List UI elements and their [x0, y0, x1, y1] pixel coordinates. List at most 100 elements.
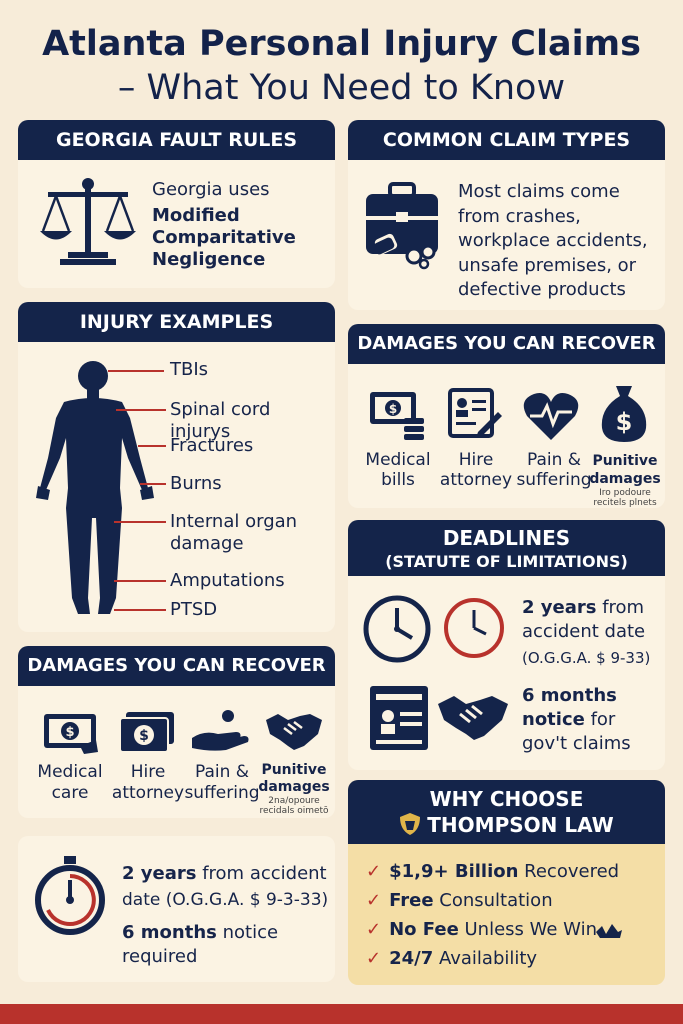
why-choose-card: WHY CHOOSE THOMPSON LAW ✓ $1,9+ Billion R… [348, 780, 665, 985]
check-icon: ✓ [366, 861, 382, 882]
cash-icon: $ [370, 392, 424, 440]
label-line: attorney [439, 470, 513, 490]
footer-bar [0, 1004, 683, 1024]
shield-icon [400, 813, 421, 835]
label-line: damages [258, 779, 330, 795]
svg-text:$: $ [139, 728, 149, 744]
scales-icon [40, 178, 136, 265]
why-row-rest: Consultation [433, 890, 553, 911]
claim-types-text: Most claims come from crashes, workplace… [458, 181, 648, 300]
injury-pointer-line [140, 483, 166, 485]
label-line: Medical [365, 450, 431, 470]
deadlines-header: DEADLINES (STATUTE OF LIMITATIONS) [348, 520, 665, 576]
why-row-rest: Availability [433, 948, 538, 969]
briefcase-icon [366, 182, 438, 270]
deadlines-card: DEADLINES (STATUTE OF LIMITATIONS) 2 yea… [348, 520, 665, 770]
deadline-years-rest: from [596, 597, 645, 618]
damages-right-label-3: Pain &suffering [514, 450, 594, 490]
deadline-gov: gov't claims [522, 733, 631, 754]
injury-pointer-line [114, 580, 166, 582]
handshake-icon [438, 696, 508, 740]
why-row-availability: ✓ 24/7 Availability [366, 947, 537, 971]
label-line: damages [589, 471, 661, 487]
why-choose-header: WHY CHOOSE THOMPSON LAW [348, 780, 665, 844]
title-line-2: – What You Need to Know [117, 68, 566, 108]
cash-icon: $ [44, 714, 98, 754]
bottom-years-bold: 2 years [122, 863, 197, 884]
bottom-deadline-months: 6 months notice [122, 921, 278, 945]
svg-text:$: $ [65, 725, 74, 740]
injury-item-spinal: Spinal cord injurys [170, 399, 271, 442]
fault-rules-line-1: Georgia uses [152, 179, 270, 200]
injury-pointer-line [114, 521, 166, 523]
injury-item-amputations: Amputations [170, 570, 285, 591]
deadline-notice-bold: notice [522, 709, 585, 730]
label-line: Hire [458, 450, 494, 470]
svg-text:$: $ [389, 402, 397, 416]
injury-pointer-line [138, 445, 166, 447]
why-row-bold: No Fee [389, 919, 459, 940]
claim-types-card: COMMON CLAIM TYPES Most claims come from… [348, 120, 665, 310]
fault-rules-card: GEORGIA FAULT RULES Georgia uses Modifie… [18, 120, 335, 288]
why-row-rest: Recovered [518, 861, 620, 882]
why-choose-line-1: WHY CHOOSE [429, 787, 584, 811]
deadline-notice: notice for [522, 708, 615, 732]
clock-icon [363, 595, 431, 663]
red-clock-icon [444, 598, 504, 658]
why-row-bold: Free [389, 890, 434, 911]
damages-left-label-3: Pain &suffering [182, 762, 262, 804]
why-row-no-fee: ✓No Fee Unless We Win [366, 918, 597, 942]
check-icon: ✓ [366, 890, 382, 911]
svg-text:$: $ [616, 408, 633, 436]
label-line: Hire [130, 762, 166, 782]
injury-pointer-line [116, 409, 166, 411]
why-row-bold: 24/7 [389, 948, 434, 969]
deadlines-header-line-2: (STATUTE OF LIMITATIONS) [385, 552, 628, 571]
label-line: Medical [37, 762, 103, 782]
damages-left-header: DAMAGES YOU CAN RECOVER [18, 646, 335, 686]
bottom-months-bold: 6 months [122, 922, 217, 943]
injury-examples-card: INJURY EXAMPLES TBIs Spinal cord injurys… [18, 302, 335, 632]
injury-pointer-line [108, 370, 164, 372]
bottom-deadline-date: date (O.G.G.A. $ 9-3-33) [122, 890, 329, 910]
deadline-accident-date: accident date [522, 621, 646, 642]
bottom-months-rest: notice [216, 922, 279, 943]
fault-rules-line-2: Modified [152, 205, 240, 226]
label-line: Pain & [194, 762, 250, 782]
injury-item-internal: Internal organ [170, 511, 298, 532]
label-line: attorney [111, 783, 185, 803]
note-line: Iro podoure [599, 488, 651, 498]
bottom-deadline-required: required [122, 946, 198, 967]
fault-rules-line-3: Comparitative [152, 227, 296, 248]
human-body-icon [36, 361, 154, 614]
heart-icon [523, 393, 579, 440]
document-icon [448, 388, 502, 438]
bottom-years-rest: from accident [196, 863, 327, 884]
why-row-billion: ✓ $1,9+ Billion Recovered [366, 860, 619, 884]
why-row-bold: $1,9+ Billion [389, 861, 519, 882]
title-line-1: Atlanta Personal Injury Claims [42, 24, 641, 64]
label-line: Punitive [261, 762, 327, 778]
deadline-years-bold: 2 years [522, 597, 597, 618]
check-icon: ✓ [366, 948, 382, 969]
deadline-years: 2 years from [522, 596, 644, 620]
deadline-notice-rest: for [584, 709, 616, 730]
label-line: Punitive [592, 453, 658, 469]
deadline-statute: (O.G.G.A. $ 9-33) [522, 649, 651, 667]
money-bag-icon: $ [601, 386, 647, 442]
deadline-months: 6 months [522, 685, 617, 706]
injury-item-ptsd: PTSD [170, 599, 218, 620]
check-icon: ✓ [366, 919, 382, 940]
why-choose-line-2: THOMPSON LAW [427, 813, 614, 837]
injury-item-tbis: TBIs [170, 359, 209, 380]
label-line: suffering [516, 470, 592, 490]
label-line: suffering [184, 783, 260, 803]
